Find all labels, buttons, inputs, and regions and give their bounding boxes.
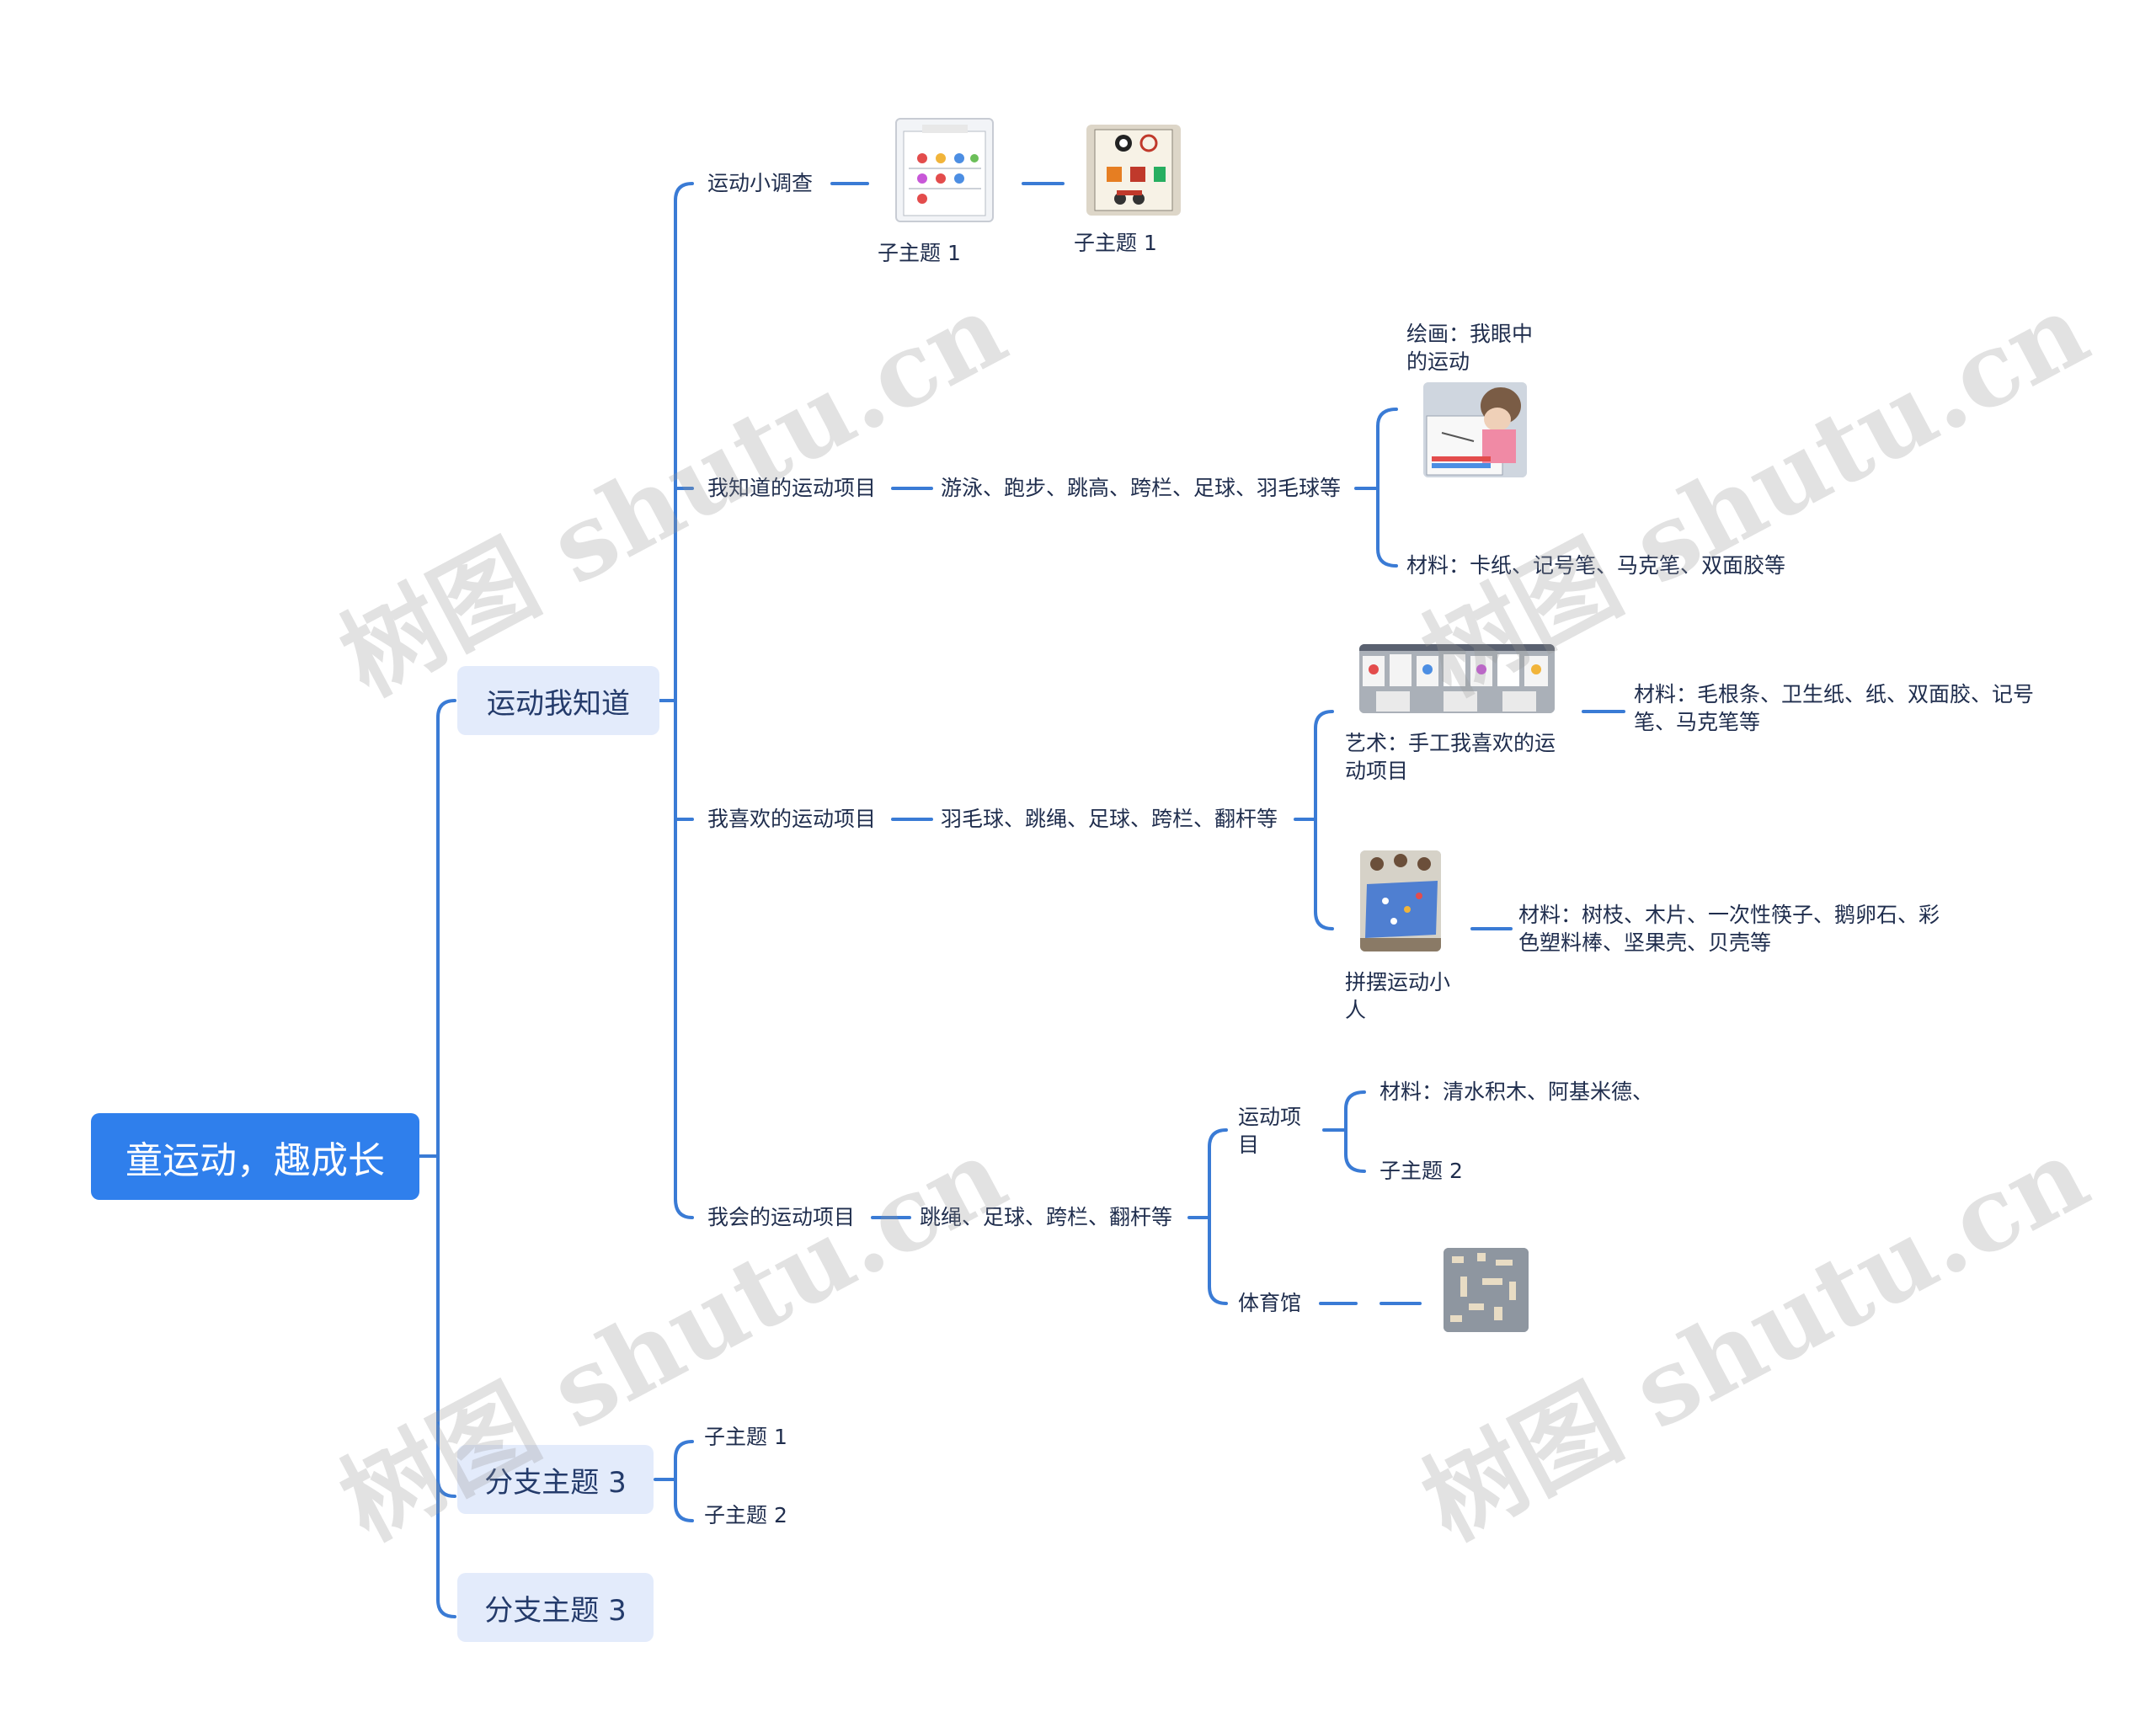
drawing-caption: 绘画：我眼中的运动 [1406, 322, 1534, 374]
craft-materials[interactable]: 材料：毛根条、卫生纸、纸、双面胶、记号笔、马克笔等 [1634, 682, 2035, 734]
topic-sports-i-can[interactable]: 我会的运动项目 [707, 1205, 856, 1229]
sport-items-subtopic-2[interactable]: 子主题 2 [1380, 1159, 1463, 1183]
survey-photo-2 [1086, 125, 1181, 216]
topic-sports-i-know[interactable]: 我知道的运动项目 [707, 476, 877, 500]
gym-photo [1444, 1248, 1529, 1332]
sport-items-materials[interactable]: 材料：清水积木、阿基米德、 [1380, 1079, 1654, 1104]
craft-photo [1359, 644, 1555, 713]
root-topic[interactable]: 童运动，趣成长 [91, 1113, 419, 1200]
figure-caption: 拼摆运动小人 [1345, 970, 1451, 1022]
sport-items-topic[interactable]: 运动项目 [1238, 1105, 1302, 1157]
gym-topic[interactable]: 体育馆 [1238, 1291, 1302, 1315]
survey-photo-1-caption: 子主题 1 [878, 241, 961, 265]
figure-materials[interactable]: 材料：树枝、木片、一次性筷子、鹅卵石、彩色塑料棒、坚果壳、贝壳等 [1518, 903, 1940, 955]
survey-photo-1 [895, 118, 994, 222]
branch-topic-3b[interactable]: 分支主题 3 [457, 1573, 654, 1642]
survey-photo-2-caption: 子主题 1 [1074, 231, 1157, 255]
craft-caption: 艺术：手工我喜欢的运动项目 [1345, 731, 1556, 783]
sports-i-know-list[interactable]: 游泳、跑步、跳高、跨栏、足球、羽毛球等 [941, 476, 1342, 500]
topic-sports-i-like[interactable]: 我喜欢的运动项目 [707, 807, 877, 831]
sports-i-like-list[interactable]: 羽毛球、跳绳、足球、跨栏、翻杆等 [941, 807, 1278, 831]
figure-photo [1360, 850, 1441, 951]
drawing-materials[interactable]: 材料：卡纸、记号笔、马克笔、双面胶等 [1406, 553, 1786, 578]
topic-survey[interactable]: 运动小调查 [707, 171, 814, 195]
b2-subtopic-2[interactable]: 子主题 2 [704, 1503, 787, 1527]
drawing-photo [1423, 382, 1527, 477]
branch-topic-3a[interactable]: 分支主题 3 [457, 1445, 654, 1514]
sports-i-can-list[interactable]: 跳绳、足球、跨栏、翻杆等 [920, 1205, 1173, 1229]
b2-subtopic-1[interactable]: 子主题 1 [704, 1425, 787, 1449]
branch-topic-sport-know[interactable]: 运动我知道 [457, 666, 659, 735]
